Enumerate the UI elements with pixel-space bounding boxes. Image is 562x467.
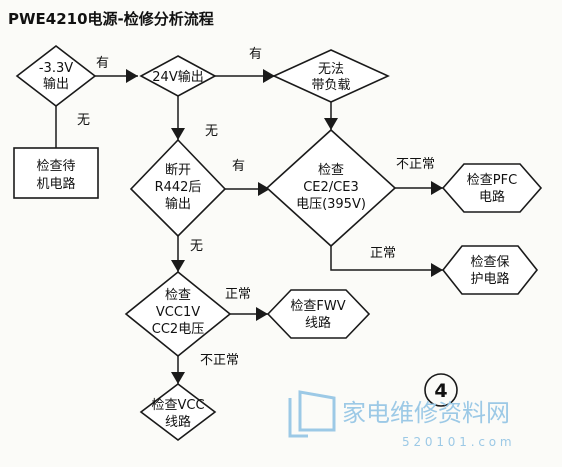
arrow-n6-n8 xyxy=(431,263,443,277)
arrow-n9-n10 xyxy=(256,307,268,321)
node-n9-line-2: VCC1V xyxy=(156,305,200,320)
node-n4-line-1: 检查待 xyxy=(36,159,75,174)
node-check-standby-circuit: 检查待机电路 xyxy=(13,147,99,199)
watermark-logo-icon xyxy=(288,390,336,438)
edge-n6-n8 xyxy=(330,246,443,271)
svg-text:24V输出: 24V输出 xyxy=(152,69,203,85)
node-check-ce2-ce3-voltage: 检查 CE2/CE3 电压(395V) xyxy=(265,128,397,248)
page-marker: 4 xyxy=(424,373,458,407)
node-check-protection-circuit: 检查保护电路 xyxy=(441,245,539,295)
node-n5-line-2: R442后 xyxy=(155,180,202,195)
node-n6-line-1: 检查 xyxy=(318,163,344,178)
node-n6-line-3: 电压(395V) xyxy=(296,197,366,212)
edge-label-n2-n5: 无 xyxy=(205,124,218,139)
node-n7-line-2: 电路 xyxy=(479,189,505,205)
page-marker-number: 4 xyxy=(434,380,447,402)
arrow-n9-n11 xyxy=(171,372,185,384)
node-n3-line-1: 无法 xyxy=(318,62,344,77)
arrow-n5-n6 xyxy=(258,182,270,196)
watermark: 家电维修资料网 5 2 0 1 0 1 . c o m xyxy=(288,390,512,449)
arrow-n2-n5 xyxy=(171,128,185,140)
node-24v-output: 24V输出 xyxy=(139,55,217,97)
node-n1-line-1: -3.3V xyxy=(39,61,73,76)
node-n10-line-1: 检查FWV xyxy=(290,299,345,314)
node-n2-line-1: 24V输出 xyxy=(152,69,203,85)
edge-label-n5-n6: 有 xyxy=(232,159,245,174)
arrow-n3-n6 xyxy=(324,118,338,130)
watermark-text: 家电维修资料网 xyxy=(342,399,510,427)
node-check-vcc-voltage: 检查 VCC1V CC2电压 xyxy=(124,270,232,358)
node-n5-line-3: 输出 xyxy=(165,196,191,212)
node-n1-line-2: 输出 xyxy=(43,76,69,92)
node-n4-line-2: 机电路 xyxy=(36,176,75,192)
edge-labels: 有 无 有 无 有 无 不正常 正常 正常 不正常 xyxy=(77,47,435,368)
edge-label-n2-n3: 有 xyxy=(249,47,262,62)
arrow-n5-n9 xyxy=(171,260,185,272)
node-cannot-carry-load: 无法带负载 xyxy=(272,49,390,103)
arrow-n6-n7 xyxy=(431,181,443,195)
node-n7-line-1: 检查PFC xyxy=(467,173,517,188)
svg-text:检查保护电路: 检查保护电路 xyxy=(470,255,509,287)
diagram-title: PWE4210电源-检修分析流程 xyxy=(8,10,214,28)
node-disconnect-r442: 断开 R442后输出 xyxy=(129,138,227,238)
watermark-url: 5 2 0 1 0 1 . c o m xyxy=(402,435,512,449)
node-n11-line-1: 检查VCC xyxy=(151,398,204,413)
edge-label-n6-n8: 正常 xyxy=(370,246,396,261)
svg-text:无法带负载: 无法带负载 xyxy=(311,62,350,93)
node-n6-line-2: CE2/CE3 xyxy=(303,180,359,195)
arrow-n2-n3 xyxy=(263,69,275,83)
node-n9-line-1: 检查 xyxy=(165,288,191,303)
node-n5-line-1: 断开 xyxy=(165,163,191,178)
edge-label-n1-n4: 无 xyxy=(77,113,90,128)
node-n8-line-2: 护电路 xyxy=(470,271,509,287)
edge-label-n9-n10: 正常 xyxy=(225,287,251,302)
node-n8-line-1: 检查保 xyxy=(470,255,509,270)
node-n9-line-3: CC2电压 xyxy=(152,322,204,337)
edge-label-n1-n2: 有 xyxy=(96,56,109,71)
node-n10-line-2: 线路 xyxy=(305,315,331,331)
svg-text:检查待机电路: 检查待机电路 xyxy=(36,159,75,192)
edge-label-n9-n11: 不正常 xyxy=(200,353,239,368)
edge-label-n6-n7: 不正常 xyxy=(396,157,435,172)
node-n11-line-2: 线路 xyxy=(165,414,191,430)
edge-label-n5-n9: 无 xyxy=(190,239,203,254)
arrow-n1-n2 xyxy=(126,69,138,83)
connectors xyxy=(55,69,443,384)
node-n3-line-2: 带负载 xyxy=(311,78,350,93)
